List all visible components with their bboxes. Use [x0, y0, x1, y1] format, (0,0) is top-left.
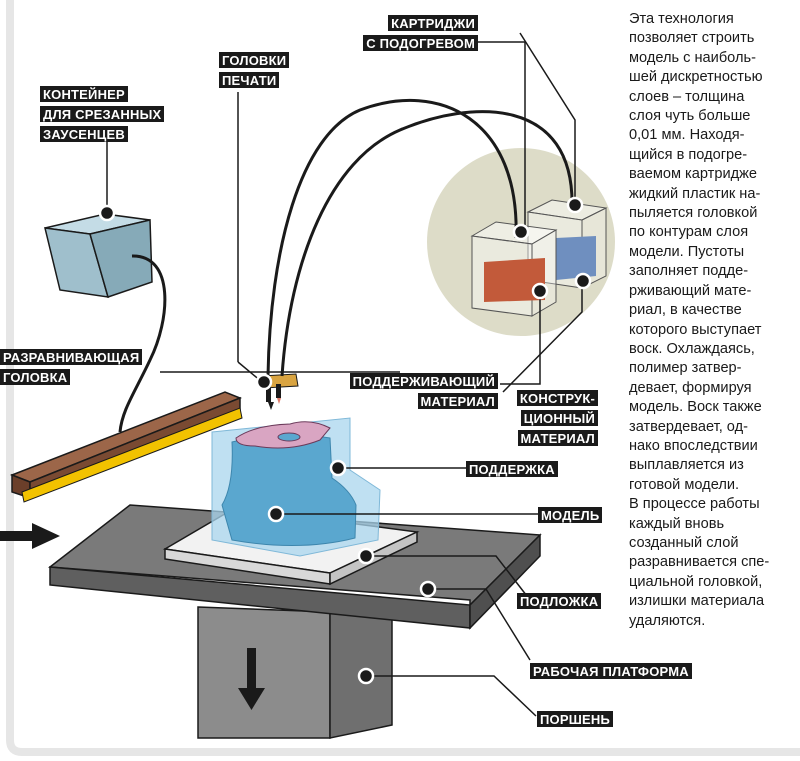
container-cable: [118, 254, 167, 433]
hose-support: [266, 98, 518, 377]
arrow-down-icon: [238, 648, 265, 710]
label-cartridges: КАРТРИДЖИ С ПОДОГРЕВОМ: [363, 15, 478, 55]
label-container-line-1: КОНТЕЙНЕР: [40, 86, 128, 102]
label-piston: ПОРШЕНЬ: [537, 711, 613, 727]
label-model: МОДЕЛЬ: [538, 507, 603, 523]
frame-border: [6, 0, 800, 756]
burr-container: [44, 213, 153, 298]
label-print-heads: ГОЛОВКИ ПЕЧАТИ: [219, 52, 290, 92]
description-text: Эта технология позволяет строить модель …: [629, 11, 770, 629]
label-print-heads-line-1: ГОЛОВКИ: [219, 52, 290, 68]
label-support: ПОДДЕРЖКА: [466, 461, 558, 477]
arrow-right-icon: [0, 523, 60, 549]
leveling-head: [9, 391, 243, 503]
label-leveling-head: РАЗРАВНИВАЮЩАЯ ГОЛОВКА: [0, 349, 143, 389]
label-container: КОНТЕЙНЕР ДЛЯ СРЕЗАННЫХ ЗАУСЕНЦЕВ: [40, 86, 165, 146]
label-support-material-line-2: МАТЕРИАЛ: [417, 393, 498, 409]
leader-dots: [98, 196, 592, 685]
label-construction-material-line-1: КОНСТРУК-: [516, 390, 598, 406]
label-support-material: ПОДДЕРЖИВАЮЩИЙ МАТЕРИАЛ: [349, 373, 498, 413]
label-leveling-head-line-1: РАЗРАВНИВАЮЩАЯ: [0, 349, 143, 365]
label-construction-material-line-3: МАТЕРИАЛ: [517, 430, 598, 446]
label-print-heads-line-2: ПЕЧАТИ: [219, 72, 280, 88]
label-cartridges-line-2: С ПОДОГРЕВОМ: [363, 35, 478, 51]
label-cartridges-line-1: КАРТРИДЖИ: [388, 15, 478, 31]
label-support-material-line-1: ПОДДЕРЖИВАЮЩИЙ: [349, 373, 498, 389]
hose-construction: [280, 110, 574, 377]
label-construction-material-line-2: ЦИОННЫЙ: [520, 410, 598, 426]
label-substrate: ПОДЛОЖКА: [517, 593, 602, 609]
model-top-hole: [277, 432, 301, 442]
label-work-platform: РАБОЧАЯ ПЛАТФОРМА: [530, 663, 692, 679]
label-container-line-3: ЗАУСЕНЦЕВ: [40, 126, 128, 142]
label-construction-material: КОНСТРУК- ЦИОННЫЙ МАТЕРИАЛ: [516, 390, 598, 450]
piston: [197, 599, 393, 739]
label-container-line-2: ДЛЯ СРЕЗАННЫХ: [40, 106, 165, 122]
label-leveling-head-line-2: ГОЛОВКА: [0, 369, 71, 385]
